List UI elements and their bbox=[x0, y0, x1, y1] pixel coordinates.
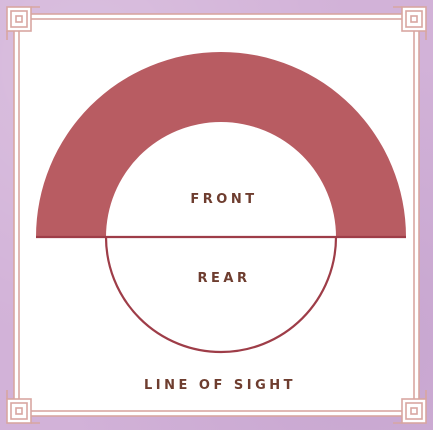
rear-label: REAR bbox=[198, 271, 251, 286]
line-of-sight-label: LINE OF SIGHT bbox=[144, 378, 296, 393]
front-label: FRONT bbox=[190, 192, 257, 207]
